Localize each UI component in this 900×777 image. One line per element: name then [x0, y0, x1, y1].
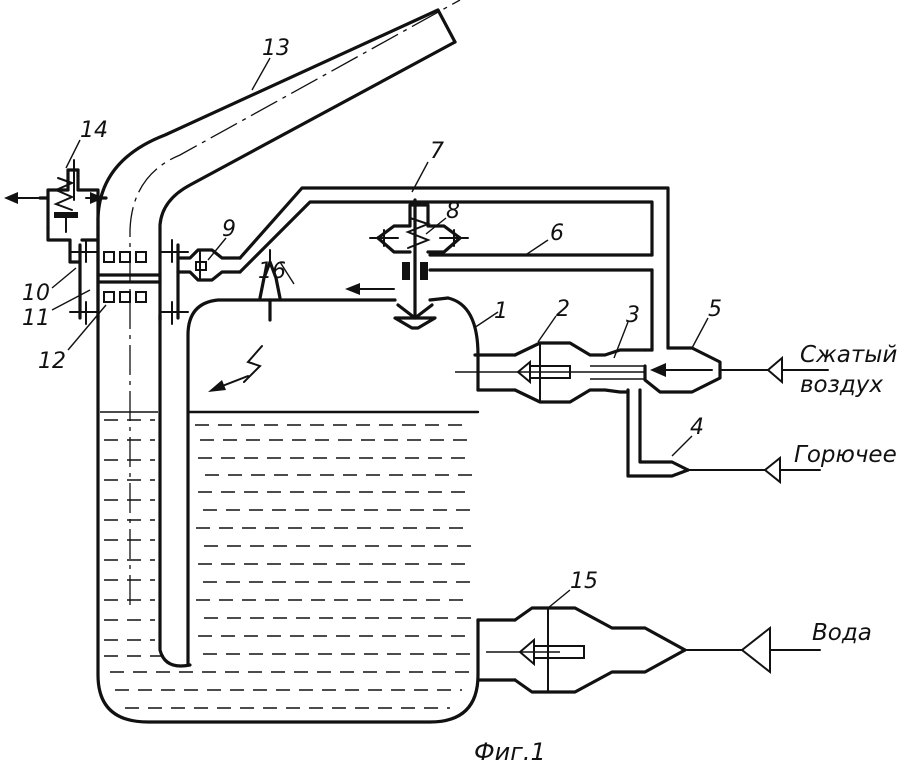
label-15: 15 — [570, 569, 598, 594]
label-16: 16 — [258, 259, 286, 284]
spark-plug-16 — [258, 249, 282, 322]
input-labels: Сжатый воздух Горючее Вода — [794, 342, 897, 646]
water-injector-15 — [486, 606, 821, 694]
label-9: 9 — [222, 217, 236, 242]
flange-block — [69, 239, 189, 325]
tank — [96, 238, 517, 724]
label-4: 4 — [690, 415, 704, 440]
label-5: 5 — [708, 297, 722, 322]
label-10: 10 — [22, 281, 50, 306]
label-7: 7 — [430, 139, 444, 164]
barrel-13 — [96, 0, 461, 668]
part-labels: 13 14 7 8 9 6 16 10 11 12 1 2 3 5 4 15 — [22, 36, 722, 594]
flow-arrow-upper — [345, 283, 395, 295]
air-inlet-5 — [643, 346, 829, 394]
label-3: 3 — [626, 303, 640, 328]
fuel-label: Горючее — [794, 442, 897, 468]
label-1: 1 — [494, 299, 508, 324]
label-12: 12 — [38, 349, 66, 374]
label-2: 2 — [556, 297, 570, 322]
label-14: 14 — [80, 118, 108, 143]
line-6 — [428, 253, 654, 352]
label-6: 6 — [550, 221, 564, 246]
line-7 — [238, 186, 670, 350]
label-8: 8 — [446, 199, 460, 224]
figure-caption: Фиг.1 — [474, 738, 546, 766]
relief-valve-14 — [4, 159, 108, 264]
spark-icon — [208, 345, 263, 392]
fuel-line-4 — [626, 388, 821, 485]
control-valve-8 — [369, 198, 469, 330]
water-fill — [100, 411, 472, 709]
compressed-air-label-line2: воздух — [800, 372, 883, 398]
label-11: 11 — [22, 306, 50, 331]
water-label: Вода — [812, 620, 872, 646]
label-13: 13 — [262, 36, 290, 61]
injector-2 — [455, 341, 647, 404]
compressed-air-label-line1: Сжатый — [800, 342, 897, 368]
leader-lines — [51, 57, 709, 609]
check-valve-9 — [176, 248, 242, 282]
